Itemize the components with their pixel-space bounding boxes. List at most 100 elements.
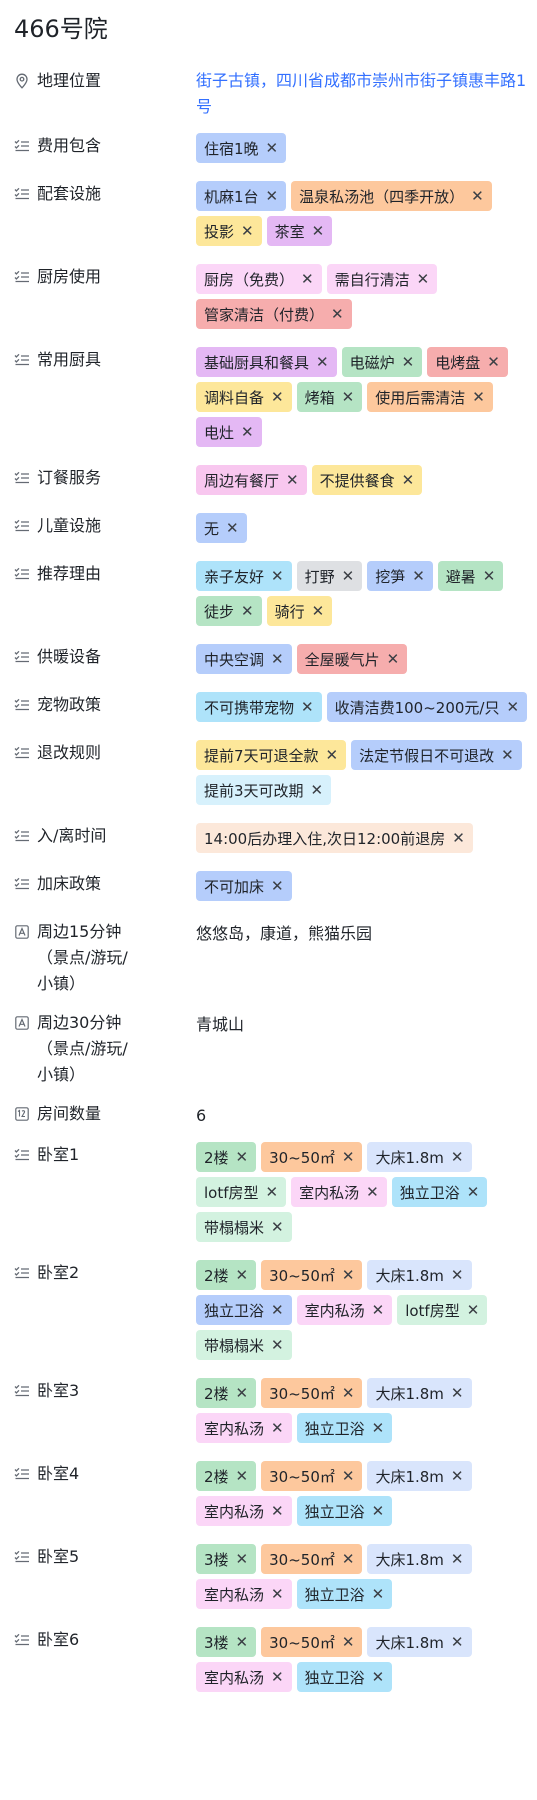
remove-tag-icon[interactable]: ✕: [265, 139, 279, 157]
remove-tag-icon[interactable]: ✕: [271, 650, 284, 668]
option-tag[interactable]: 使用后需清洁✕: [367, 382, 493, 412]
option-tag[interactable]: 3楼✕: [196, 1627, 257, 1657]
remove-tag-icon[interactable]: ✕: [271, 1301, 284, 1319]
option-tag[interactable]: lotf房型✕: [397, 1295, 488, 1325]
remove-tag-icon[interactable]: ✕: [501, 746, 514, 764]
option-tag[interactable]: 机麻1台✕: [196, 181, 287, 211]
remove-tag-icon[interactable]: ✕: [235, 1148, 249, 1166]
option-tag[interactable]: 带榻榻米✕: [196, 1330, 292, 1360]
remove-tag-icon[interactable]: ✕: [366, 1183, 379, 1201]
remove-tag-icon[interactable]: ✕: [271, 877, 284, 895]
option-tag[interactable]: 独立卫浴✕: [296, 1413, 393, 1443]
option-tag[interactable]: 调料自备✕: [196, 382, 292, 412]
remove-tag-icon[interactable]: ✕: [450, 1633, 464, 1651]
option-tag[interactable]: 大床1.8m✕: [367, 1378, 472, 1408]
option-tag[interactable]: 室内私汤✕: [291, 1177, 387, 1207]
remove-tag-icon[interactable]: ✕: [271, 1668, 284, 1686]
remove-tag-icon[interactable]: ✕: [371, 1585, 385, 1603]
remove-tag-icon[interactable]: ✕: [341, 1633, 355, 1651]
remove-tag-icon[interactable]: ✕: [265, 1183, 279, 1201]
option-tag[interactable]: 无✕: [196, 513, 247, 543]
option-tag[interactable]: 不可携带宠物✕: [196, 692, 322, 722]
remove-tag-icon[interactable]: ✕: [341, 567, 355, 585]
option-tag[interactable]: 带榻榻米✕: [196, 1212, 292, 1242]
remove-tag-icon[interactable]: ✕: [301, 270, 314, 288]
option-tag[interactable]: 收清洁费100~200元/只✕: [326, 692, 528, 722]
option-tag[interactable]: 周边有餐厅✕: [196, 465, 307, 495]
remove-tag-icon[interactable]: ✕: [271, 567, 284, 585]
remove-tag-icon[interactable]: ✕: [241, 222, 254, 240]
remove-tag-icon[interactable]: ✕: [271, 388, 284, 406]
option-tag[interactable]: 2楼✕: [196, 1142, 257, 1172]
remove-tag-icon[interactable]: ✕: [301, 698, 314, 716]
option-tag[interactable]: 大床1.8m✕: [367, 1461, 472, 1491]
remove-tag-icon[interactable]: ✕: [265, 187, 279, 205]
option-tag[interactable]: 挖笋✕: [367, 561, 433, 591]
option-tag[interactable]: 2楼✕: [196, 1461, 257, 1491]
option-tag[interactable]: 30~50㎡✕: [261, 1378, 363, 1408]
remove-tag-icon[interactable]: ✕: [271, 1585, 284, 1603]
option-tag[interactable]: 独立卫浴✕: [296, 1496, 393, 1526]
option-tag[interactable]: 室内私汤✕: [196, 1413, 292, 1443]
remove-tag-icon[interactable]: ✕: [482, 567, 496, 585]
option-tag[interactable]: 骑行✕: [266, 596, 333, 626]
remove-tag-icon[interactable]: ✕: [412, 567, 425, 585]
remove-tag-icon[interactable]: ✕: [271, 1502, 284, 1520]
remove-tag-icon[interactable]: ✕: [310, 781, 324, 799]
remove-tag-icon[interactable]: ✕: [316, 353, 329, 371]
option-tag[interactable]: 电灶✕: [196, 417, 262, 447]
remove-tag-icon[interactable]: ✕: [331, 305, 344, 323]
address-link[interactable]: 街子古镇，四川省成都市崇州市街子镇惠丰路1号: [196, 71, 527, 116]
option-tag[interactable]: 住宿1晚✕: [196, 133, 287, 163]
option-tag[interactable]: 提前7天可退全款✕: [196, 740, 347, 770]
remove-tag-icon[interactable]: ✕: [341, 1550, 355, 1568]
remove-tag-icon[interactable]: ✕: [235, 1266, 249, 1284]
remove-tag-icon[interactable]: ✕: [386, 650, 400, 668]
remove-tag-icon[interactable]: ✕: [472, 388, 485, 406]
option-tag[interactable]: 电磁炉✕: [341, 347, 423, 377]
remove-tag-icon[interactable]: ✕: [235, 1467, 249, 1485]
option-tag[interactable]: 需自行清洁✕: [326, 264, 438, 294]
option-tag[interactable]: 徒步✕: [196, 596, 262, 626]
option-tag[interactable]: 室内私汤✕: [196, 1496, 292, 1526]
option-tag[interactable]: 室内私汤✕: [296, 1295, 393, 1325]
option-tag[interactable]: 法定节假日不可退改✕: [351, 740, 522, 770]
option-tag[interactable]: 14:00后办理入住,次日12:00前退房✕: [196, 823, 473, 853]
remove-tag-icon[interactable]: ✕: [371, 1668, 385, 1686]
option-tag[interactable]: 2楼✕: [196, 1260, 257, 1290]
option-tag[interactable]: 中央空调✕: [196, 644, 292, 674]
option-tag[interactable]: 室内私汤✕: [196, 1579, 292, 1609]
option-tag[interactable]: 大床1.8m✕: [367, 1627, 472, 1657]
remove-tag-icon[interactable]: ✕: [271, 1336, 284, 1354]
remove-tag-icon[interactable]: ✕: [235, 1550, 249, 1568]
remove-tag-icon[interactable]: ✕: [341, 1148, 355, 1166]
option-tag[interactable]: 大床1.8m✕: [367, 1260, 472, 1290]
option-tag[interactable]: 基础厨具和餐具✕: [196, 347, 337, 377]
remove-tag-icon[interactable]: ✕: [371, 1301, 385, 1319]
option-tag[interactable]: 亲子友好✕: [196, 561, 292, 591]
remove-tag-icon[interactable]: ✕: [487, 353, 500, 371]
remove-tag-icon[interactable]: ✕: [235, 1633, 249, 1651]
option-tag[interactable]: 独立卫浴✕: [196, 1295, 292, 1325]
remove-tag-icon[interactable]: ✕: [241, 602, 254, 620]
remove-tag-icon[interactable]: ✕: [401, 353, 415, 371]
option-tag[interactable]: 打野✕: [296, 561, 363, 591]
remove-tag-icon[interactable]: ✕: [450, 1467, 464, 1485]
option-tag[interactable]: 30~50㎡✕: [261, 1260, 363, 1290]
option-tag[interactable]: 避暑✕: [437, 561, 504, 591]
option-tag[interactable]: 大床1.8m✕: [367, 1142, 472, 1172]
remove-tag-icon[interactable]: ✕: [466, 1301, 480, 1319]
option-tag[interactable]: 大床1.8m✕: [367, 1544, 472, 1574]
remove-tag-icon[interactable]: ✕: [325, 746, 339, 764]
remove-tag-icon[interactable]: ✕: [371, 1502, 385, 1520]
remove-tag-icon[interactable]: ✕: [450, 1550, 464, 1568]
option-tag[interactable]: 独立卫浴✕: [296, 1662, 393, 1692]
remove-tag-icon[interactable]: ✕: [271, 1218, 284, 1236]
option-tag[interactable]: 烤箱✕: [296, 382, 363, 412]
remove-tag-icon[interactable]: ✕: [450, 1266, 464, 1284]
remove-tag-icon[interactable]: ✕: [450, 1148, 464, 1166]
remove-tag-icon[interactable]: ✕: [416, 270, 430, 288]
option-tag[interactable]: 室内私汤✕: [196, 1662, 292, 1692]
option-tag[interactable]: 不可加床✕: [196, 871, 292, 901]
option-tag[interactable]: 管家清洁（付费）✕: [196, 299, 352, 329]
